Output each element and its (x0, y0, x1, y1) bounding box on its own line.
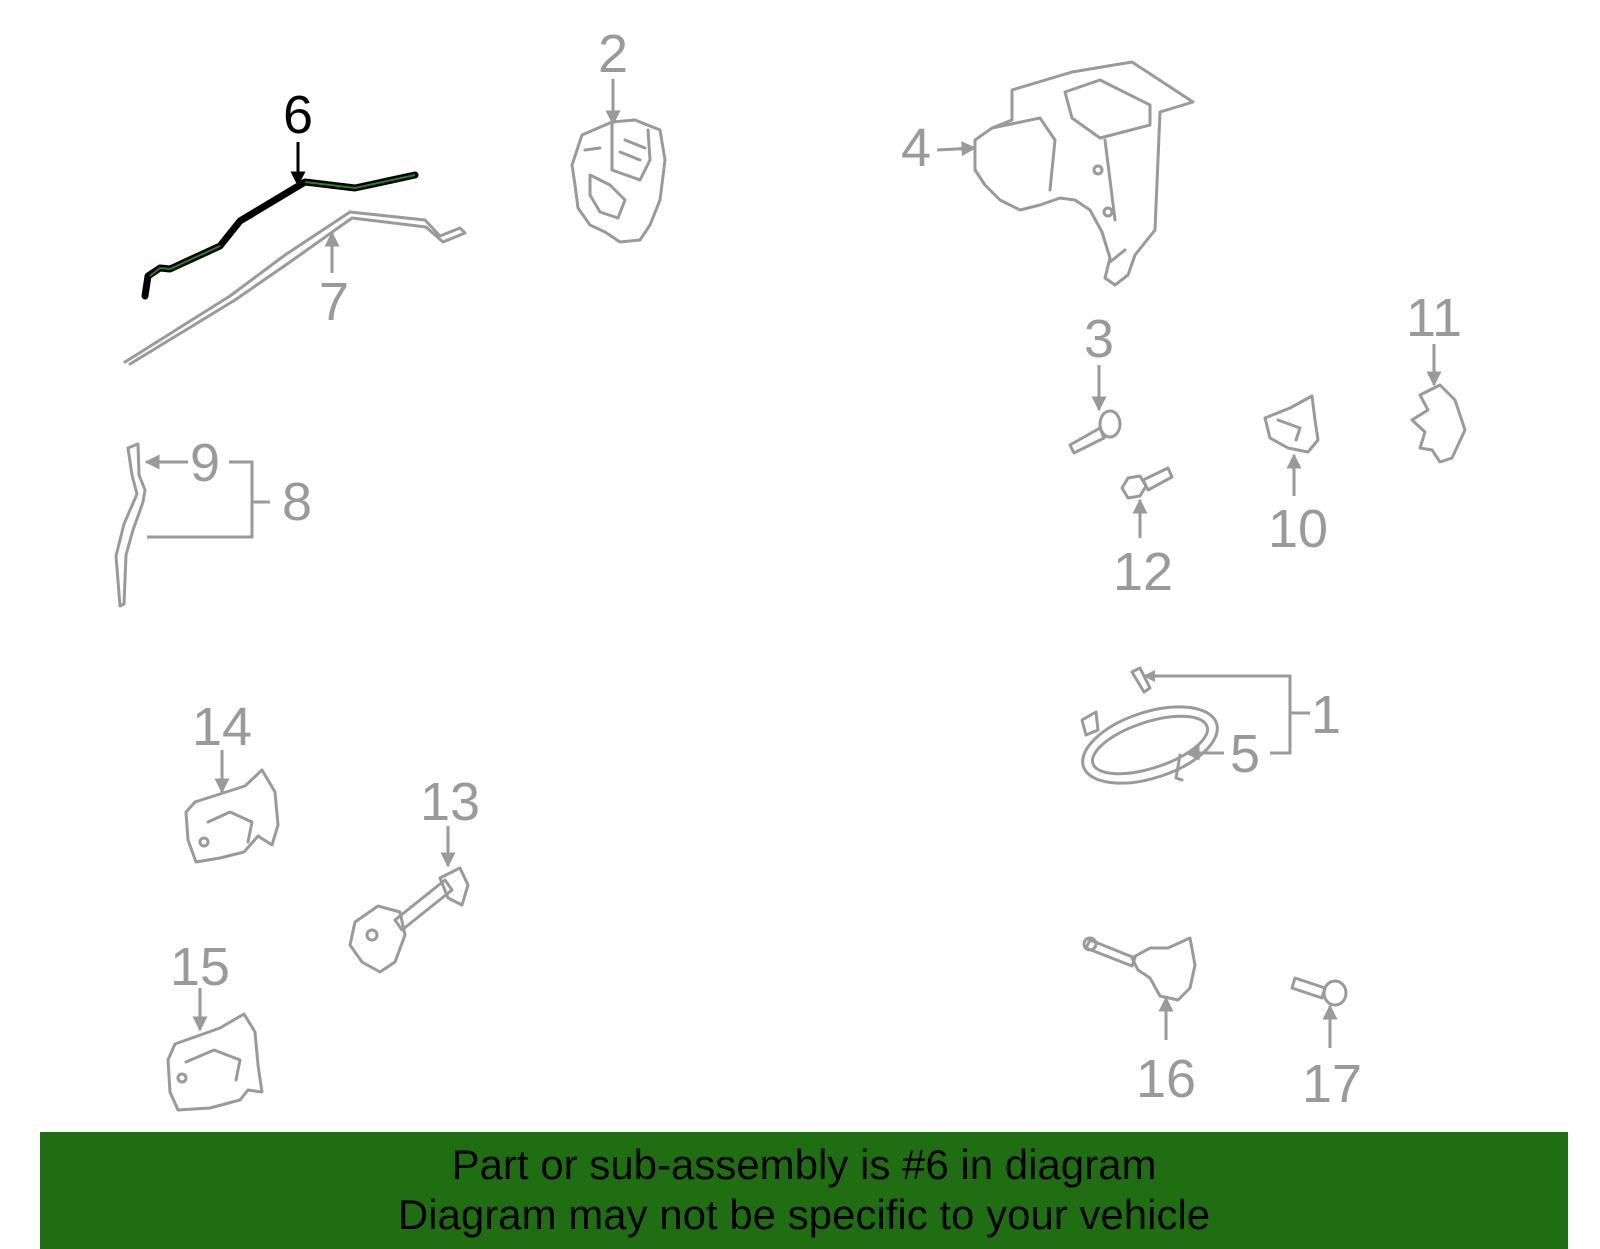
part-1-handle (1080, 666, 1219, 785)
footer-line-part-reference: Part or sub-assembly is #6 in diagram (451, 1141, 1157, 1188)
part-11-clip (1410, 383, 1467, 464)
part-12-bolt (1120, 466, 1174, 500)
callout-10: 10 (1268, 499, 1328, 559)
bracket-8 (147, 460, 270, 539)
callout-1: 1 (1311, 685, 1341, 745)
footer-line-disclaimer: Diagram may not be specific to your vehi… (397, 1191, 1211, 1238)
callout-17: 17 (1302, 1054, 1362, 1114)
callout-2: 2 (598, 24, 628, 84)
callout-15: 15 (170, 937, 230, 997)
callout-16: 16 (1136, 1049, 1196, 1109)
callout-6: 6 (283, 85, 313, 145)
callout-12: 12 (1113, 542, 1173, 602)
footer-banner: Part or sub-assembly is #6 in diagram Di… (40, 1132, 1568, 1249)
callout-7: 7 (319, 272, 349, 332)
leader-4 (936, 141, 977, 157)
part-13-door-check (348, 866, 470, 974)
part-7-rod (123, 210, 467, 366)
part-6-rod (141, 171, 419, 300)
callout-14: 14 (192, 697, 252, 757)
callout-4: 4 (901, 118, 931, 178)
bracket-1-arrowhead (1143, 670, 1155, 682)
part-10-clip (1263, 394, 1320, 454)
part-14-hinge (184, 768, 280, 864)
bracket-1 (1145, 674, 1310, 755)
callout-9: 9 (190, 433, 220, 493)
part-2-latch (570, 118, 667, 244)
part-17-screw (1290, 976, 1348, 1007)
part-15-hinge (166, 1012, 264, 1112)
part-3-screw (1068, 409, 1122, 455)
part-4-actuator (973, 60, 1195, 287)
callout-3: 3 (1084, 309, 1114, 369)
part-16-striker (1082, 936, 1197, 1002)
part-8-rod-assembly (114, 442, 147, 608)
callout-5: 5 (1230, 724, 1260, 784)
callout-11: 11 (1406, 288, 1462, 348)
callout-13: 13 (420, 772, 480, 832)
callout-8: 8 (282, 472, 312, 532)
